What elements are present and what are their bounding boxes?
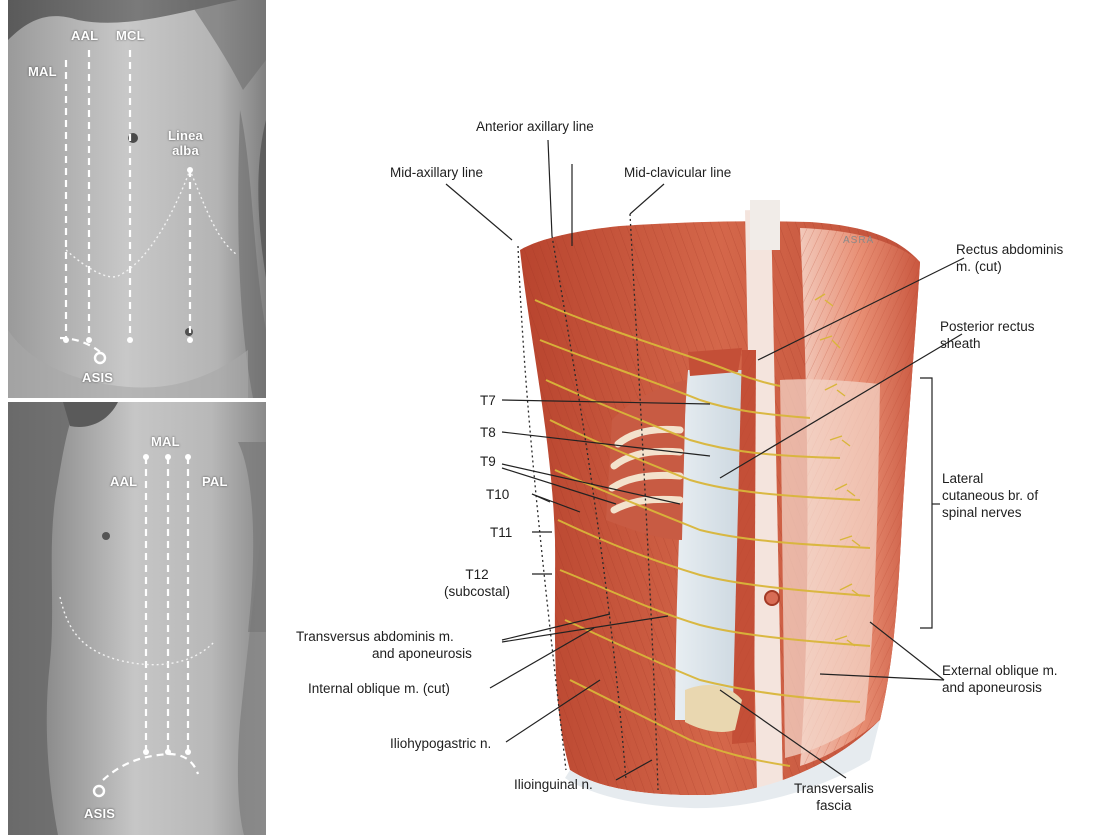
- label-anterior-axillary-line: Anterior axillary line: [476, 118, 594, 135]
- label-mal-top: MAL: [28, 64, 57, 79]
- label-lateral-cutaneous-line-1: Lateral: [942, 470, 1038, 487]
- label-mal-bottom: MAL: [151, 434, 180, 449]
- label-posterior-rectus-sheath-line-1: Posterior rectus: [940, 318, 1035, 335]
- label-posterior-rectus-sheath-line-2: sheath: [940, 335, 1035, 352]
- label-asis-top: ASIS: [82, 370, 113, 385]
- label-mid-axillary-line: Mid-axillary line: [390, 164, 483, 181]
- label-linea-alba-line-1: Linea: [168, 128, 203, 143]
- label-posterior-rectus-sheath: Posterior rectus sheath: [940, 318, 1035, 352]
- label-rectus-abdominis: Rectus abdominis m. (cut): [956, 241, 1063, 275]
- label-external-oblique-line-2: and aponeurosis: [942, 679, 1058, 696]
- photo-torso-lateral-image: [8, 402, 266, 835]
- label-t9: T9: [480, 453, 496, 470]
- abdominal-wall-illustration: ASRA Anterior axillary line Mid-axillary…: [280, 0, 1104, 835]
- label-t11: T11: [490, 524, 512, 541]
- label-t10: T10: [486, 486, 509, 503]
- photo-torso-lateral: MAL AAL PAL ASIS: [8, 402, 266, 835]
- label-mid-clavicular-line: Mid-clavicular line: [624, 164, 731, 181]
- label-aal-bottom: AAL: [110, 474, 137, 489]
- photo-torso-front: AAL MCL MAL Linea alba ASIS: [8, 0, 266, 398]
- photo-torso-front-image: [8, 0, 266, 398]
- label-t12: T12 (subcostal): [444, 566, 510, 600]
- label-iliohypogastric-nerve: Iliohypogastric n.: [390, 735, 491, 752]
- label-t8: T8: [480, 424, 496, 441]
- label-aal-top: AAL: [71, 28, 98, 43]
- label-mcl-top: MCL: [116, 28, 145, 43]
- label-lateral-cutaneous-line-3: spinal nerves: [942, 504, 1038, 521]
- label-internal-oblique: Internal oblique m. (cut): [308, 680, 450, 697]
- label-transversus-line-2: and aponeurosis: [296, 645, 472, 662]
- label-linea-alba: Linea alba: [168, 128, 203, 158]
- label-external-oblique: External oblique m. and aponeurosis: [942, 662, 1058, 696]
- label-t7: T7: [480, 392, 496, 409]
- watermark-asra: ASRA: [843, 232, 874, 249]
- label-asis-bottom: ASIS: [84, 806, 115, 821]
- label-transversus-line-1: Transversus abdominis m.: [296, 628, 472, 645]
- label-linea-alba-line-2: alba: [168, 143, 203, 158]
- abdominal-wall-drawing: [280, 0, 1104, 835]
- label-transversalis-line-1: Transversalis: [794, 780, 874, 797]
- label-transversalis-fascia: Transversalis fascia: [794, 780, 874, 814]
- label-transversalis-line-2: fascia: [794, 797, 874, 814]
- label-ilioinguinal-nerve: Ilioinguinal n.: [514, 776, 593, 793]
- label-external-oblique-line-1: External oblique m.: [942, 662, 1058, 679]
- label-rectus-abdominis-line-1: Rectus abdominis: [956, 241, 1063, 258]
- label-lateral-cutaneous-branch: Lateral cutaneous br. of spinal nerves: [942, 470, 1038, 521]
- label-transversus-abdominis: Transversus abdominis m. and aponeurosis: [296, 628, 472, 662]
- label-rectus-abdominis-line-2: m. (cut): [956, 258, 1063, 275]
- label-pal-bottom: PAL: [202, 474, 228, 489]
- label-t12-line-1: T12: [444, 566, 510, 583]
- label-lateral-cutaneous-line-2: cutaneous br. of: [942, 487, 1038, 504]
- label-t12-line-2: (subcostal): [444, 583, 510, 600]
